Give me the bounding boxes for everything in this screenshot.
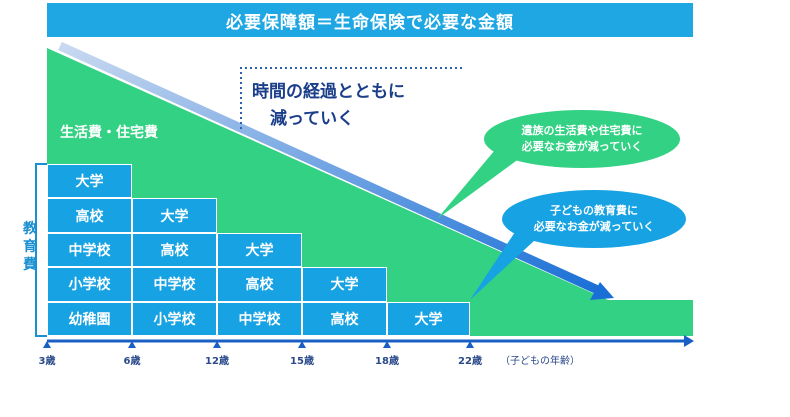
education-label-char: 育 <box>23 239 37 255</box>
tick-mark <box>383 341 391 348</box>
tick-mark <box>213 341 221 348</box>
time-note-line1: 時間の経過とともに <box>252 82 405 102</box>
grid-cell: 大学 <box>387 301 470 336</box>
time-note-line2: 減っていく <box>270 109 355 129</box>
grid-cell: 大学 <box>47 164 132 199</box>
bubble-education-line2: 必要なお金が減っていく <box>533 220 655 233</box>
decrease-arrow-head <box>590 282 614 300</box>
tick-label: 22歳 <box>458 356 482 367</box>
tick-mark <box>43 341 51 348</box>
grid-cell: 小学校 <box>132 301 217 336</box>
x-axis-unit: （子どもの年齢） <box>500 356 580 367</box>
grid-cell: 幼稚園 <box>47 301 132 336</box>
education-bracket <box>35 163 47 337</box>
x-axis-arrow <box>684 335 694 347</box>
grid-cell: 中学校 <box>47 232 132 268</box>
grid-cell: 小学校 <box>47 267 132 302</box>
tick-mark <box>466 341 474 348</box>
grid-cell: 大学 <box>217 232 302 268</box>
tick-label: 3歳 <box>38 356 56 367</box>
bubble-living-line1: 遺族の生活費や住宅費に <box>521 124 643 137</box>
grid-cell: 中学校 <box>217 301 302 336</box>
grid-cell: 大学 <box>302 267 387 302</box>
bubble-education-line1: 子どもの教育費に <box>550 204 638 217</box>
education-label-char: 費 <box>23 257 37 273</box>
tick-label: 18歳 <box>375 356 399 367</box>
grid-cell: 高校 <box>47 198 132 233</box>
living-cost-label: 生活費・住宅費 <box>60 125 158 141</box>
tick-label: 6歳 <box>123 356 141 367</box>
bubble-education <box>502 190 686 248</box>
bubble-living-tail <box>437 150 520 219</box>
bubble-education-text: 子どもの教育費に 必要なお金が減っていく <box>504 203 684 235</box>
grid-cell: 大学 <box>132 198 217 233</box>
page-title: 必要保障額＝生命保険で必要な金額 <box>47 3 693 37</box>
tick-label: 15歳 <box>290 356 314 367</box>
grid-cell: 中学校 <box>132 267 217 302</box>
bubble-living-text: 遺族の生活費や住宅費に 必要なお金が減っていく <box>488 123 676 155</box>
note-bracket <box>240 67 462 129</box>
grid-cell: 高校 <box>302 301 387 336</box>
bubble-living-line2: 必要なお金が減っていく <box>521 140 643 153</box>
bubble-education-tail <box>470 232 535 300</box>
grid-cell: 高校 <box>217 267 302 302</box>
tick-mark <box>298 341 306 348</box>
bubble-living <box>484 110 680 168</box>
education-label: 教育費 <box>22 220 38 274</box>
tick-label: 12歳 <box>205 356 229 367</box>
grid-cell: 高校 <box>132 232 217 268</box>
tick-mark <box>128 341 136 348</box>
education-label-char: 教 <box>23 221 37 237</box>
